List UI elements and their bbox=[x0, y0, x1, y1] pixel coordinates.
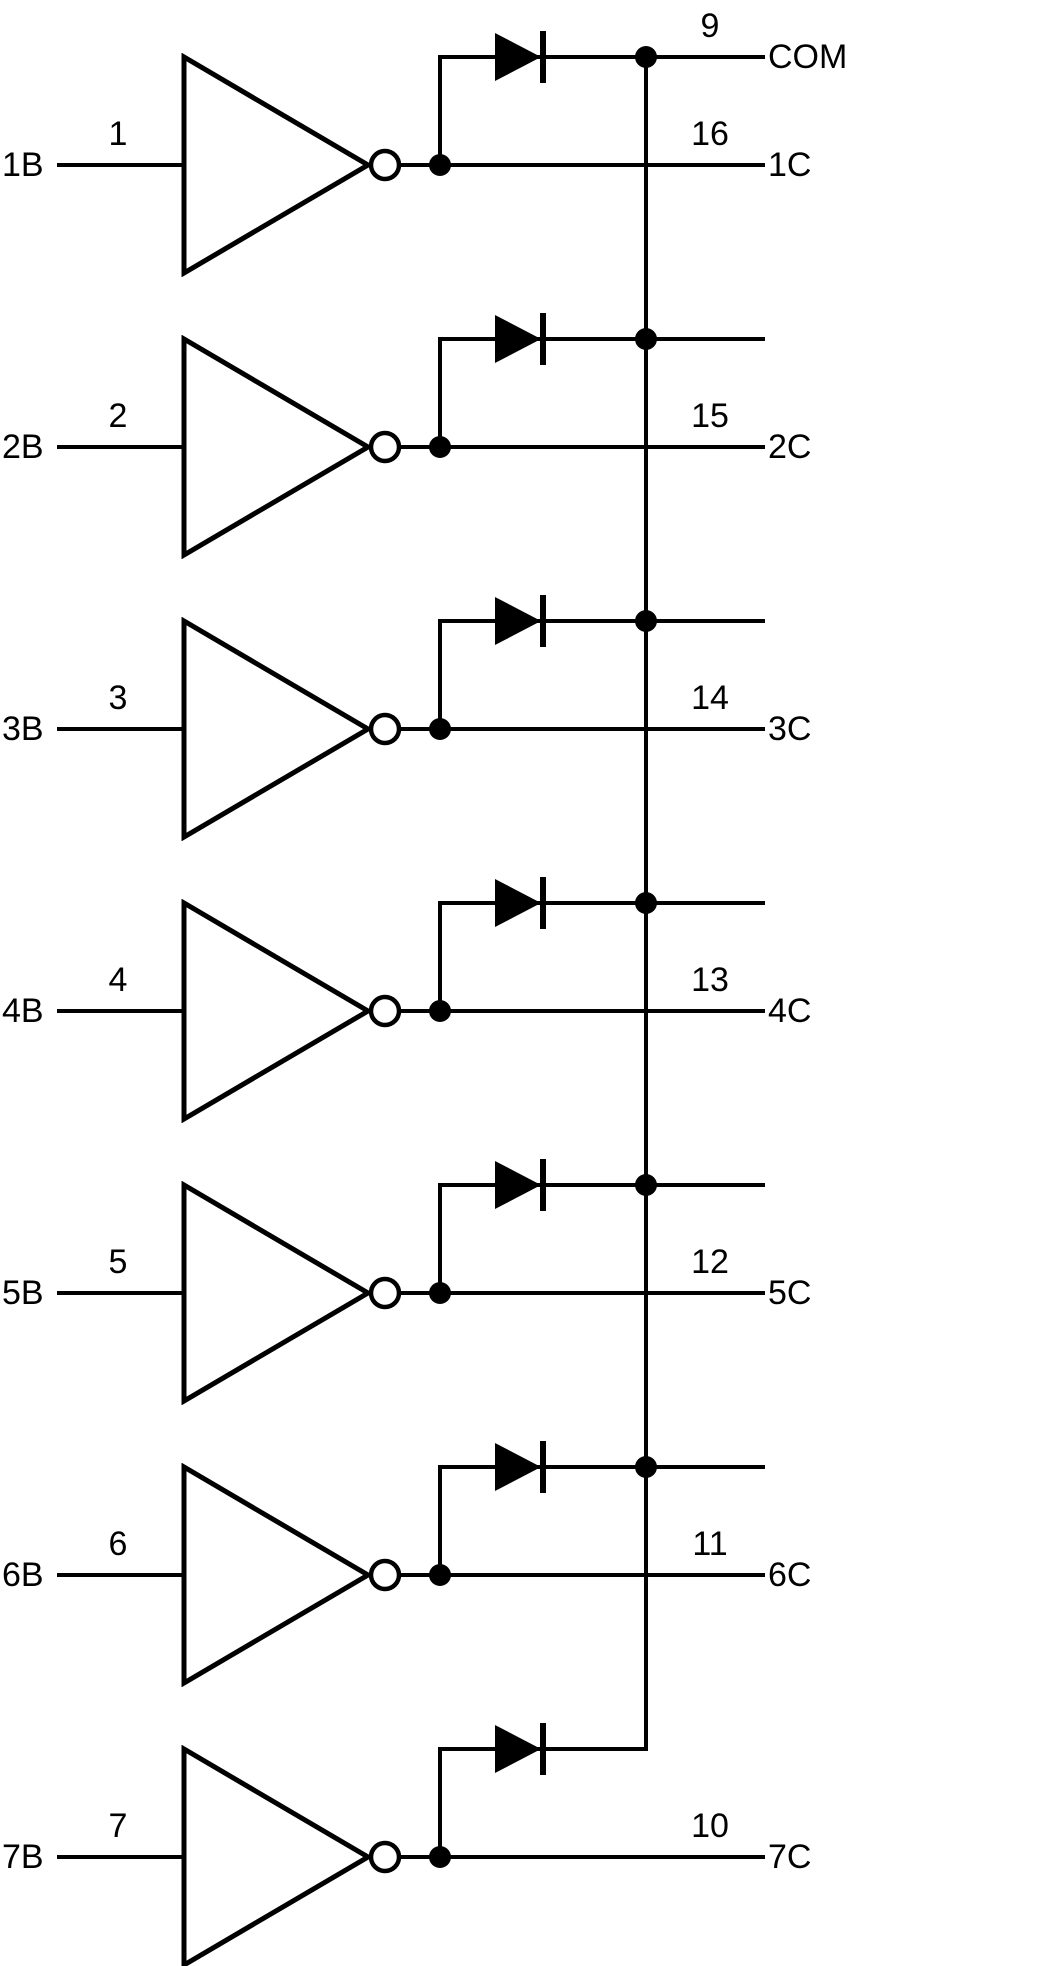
inverter-icon bbox=[181, 53, 402, 277]
diode-icon bbox=[495, 31, 546, 83]
input-pin-number: 5 bbox=[108, 1243, 128, 1281]
input-pin-number: 7 bbox=[108, 1807, 128, 1845]
input-label: 4B bbox=[2, 992, 44, 1030]
inverter-icon bbox=[181, 617, 402, 841]
output-label: 6C bbox=[768, 1556, 812, 1594]
inverter-icon bbox=[181, 899, 402, 1123]
diode-stub-wire bbox=[438, 337, 442, 449]
diode-icon bbox=[495, 1723, 546, 1775]
output-label: 1C bbox=[768, 146, 812, 184]
output-label: 5C bbox=[768, 1274, 812, 1312]
output-pin-number: 13 bbox=[691, 961, 729, 999]
input-pin-number: 1 bbox=[108, 115, 128, 153]
diode-icon bbox=[495, 1441, 546, 1493]
output-wire bbox=[400, 1009, 765, 1013]
input-wire bbox=[57, 727, 183, 731]
input-pin-number: 4 bbox=[108, 961, 128, 999]
output-wire bbox=[400, 1855, 765, 1859]
diode-row-wire bbox=[438, 55, 765, 59]
input-wire bbox=[57, 1855, 183, 1859]
output-label: 3C bbox=[768, 710, 812, 748]
input-pin-number: 6 bbox=[108, 1525, 128, 1563]
input-wire bbox=[57, 163, 183, 167]
output-wire bbox=[400, 445, 765, 449]
inverter-icon bbox=[181, 1181, 402, 1405]
inverter-icon bbox=[181, 1745, 402, 1966]
output-pin-number: 15 bbox=[691, 397, 729, 435]
input-label: 5B bbox=[2, 1274, 44, 1312]
diode-row-wire bbox=[438, 337, 765, 341]
output-pin-number: 10 bbox=[691, 1807, 729, 1845]
diode-stub-wire bbox=[438, 1465, 442, 1577]
input-label: 6B bbox=[2, 1556, 44, 1594]
diode-icon bbox=[495, 313, 546, 365]
output-wire bbox=[400, 163, 765, 167]
output-label: 2C bbox=[768, 428, 812, 466]
inverter-icon bbox=[181, 1463, 402, 1687]
output-label: 7C bbox=[768, 1838, 812, 1876]
diode-icon bbox=[495, 1159, 546, 1211]
com-pin-number: 9 bbox=[700, 7, 720, 45]
input-label: 1B bbox=[2, 146, 44, 184]
input-pin-number: 3 bbox=[108, 679, 128, 717]
output-wire bbox=[400, 727, 765, 731]
input-label: 2B bbox=[2, 428, 44, 466]
diode-icon bbox=[495, 595, 546, 647]
com-label: COM bbox=[768, 38, 848, 76]
output-pin-number: 11 bbox=[692, 1525, 728, 1563]
rail-junction-dot bbox=[635, 46, 657, 68]
output-pin-number: 14 bbox=[691, 679, 729, 717]
input-wire bbox=[57, 1009, 183, 1013]
diode-stub-wire bbox=[438, 619, 442, 731]
rail-junction-dot bbox=[635, 1456, 657, 1478]
output-wire bbox=[400, 1291, 765, 1295]
input-label: 7B bbox=[2, 1838, 44, 1876]
diode-icon bbox=[495, 877, 546, 929]
rail-junction-dot bbox=[635, 328, 657, 350]
output-label: 4C bbox=[768, 992, 812, 1030]
diode-stub-wire bbox=[438, 55, 442, 167]
diode-stub-wire bbox=[438, 901, 442, 1013]
diode-row-wire bbox=[438, 619, 765, 623]
rail-junction-dot bbox=[635, 1174, 657, 1196]
diode-row-wire bbox=[438, 901, 765, 905]
output-pin-number: 12 bbox=[691, 1243, 729, 1281]
output-wire bbox=[400, 1573, 765, 1577]
diode-stub-wire bbox=[438, 1747, 442, 1859]
input-wire bbox=[57, 1291, 183, 1295]
input-wire bbox=[57, 445, 183, 449]
diode-row-wire bbox=[438, 1183, 765, 1187]
inverter-icon bbox=[181, 335, 402, 559]
output-pin-number: 16 bbox=[691, 115, 729, 153]
input-label: 3B bbox=[2, 710, 44, 748]
rail-junction-dot bbox=[635, 892, 657, 914]
input-pin-number: 2 bbox=[108, 397, 128, 435]
input-wire bbox=[57, 1573, 183, 1577]
diode-row-wire bbox=[438, 1465, 765, 1469]
diode-stub-wire bbox=[438, 1183, 442, 1295]
rail-junction-dot bbox=[635, 610, 657, 632]
